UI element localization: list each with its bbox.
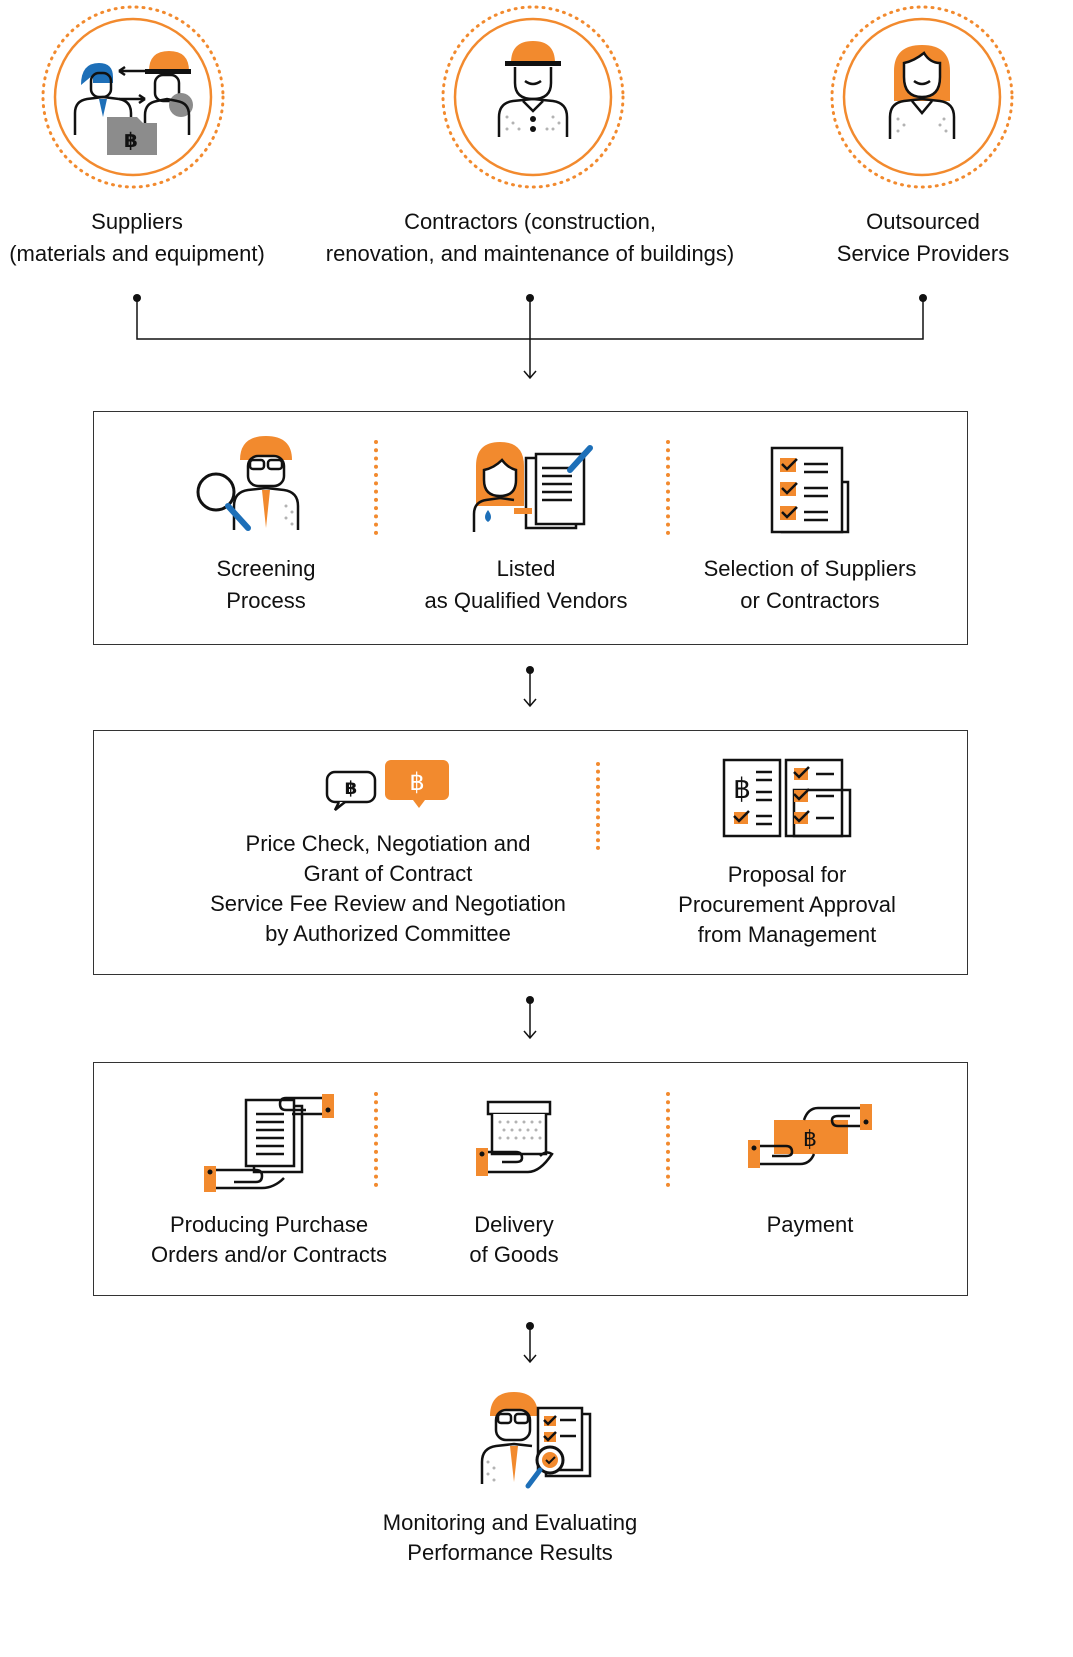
- stage3-label-line2: Orders and/or Contracts: [151, 1242, 387, 1267]
- stage1-label-line2: as Qualified Vendors: [424, 588, 628, 613]
- stage2-divider: [596, 762, 600, 850]
- magnifier-person-icon: [196, 436, 300, 531]
- baht-speech-bubbles-icon: ฿ ฿: [325, 760, 449, 811]
- source-label-suppliers: Suppliers (materials and equipment): [0, 206, 274, 270]
- svg-text:฿: ฿: [409, 768, 424, 796]
- stage2-left-line2: Grant of Contract: [303, 861, 473, 886]
- final-label: Monitoring and Evaluating Performance Re…: [350, 1508, 670, 1568]
- stage3-label-delivery: Delivery of Goods: [424, 1210, 604, 1270]
- stage3-label-line1: Delivery: [474, 1212, 554, 1237]
- approval-documents-icon: ฿: [722, 758, 852, 838]
- svg-text:฿: ฿: [345, 778, 358, 799]
- source-label-line1: Contractors (construction,: [404, 209, 656, 234]
- stage3-label-line1: Producing Purchase: [169, 1212, 369, 1237]
- source-label-line2: Service Providers: [836, 241, 1010, 266]
- stage1-label-screening: Screening Process: [166, 553, 366, 617]
- source-label-line1: Suppliers: [91, 209, 183, 234]
- stage2-right-line2: Procurement Approval: [678, 892, 896, 917]
- source-label-contractors: Contractors (construction, renovation, a…: [300, 206, 760, 270]
- stage2-label-price-check: Price Check, Negotiation and Grant of Co…: [188, 829, 588, 949]
- stage3-box: [93, 1062, 968, 1296]
- stage2-left-line3: Service Fee Review and Negotiation: [210, 891, 566, 916]
- vendor-list-icon: [472, 442, 593, 532]
- source-label-line2: (materials and equipment): [9, 241, 265, 266]
- stage1-label-line2: or Contractors: [740, 588, 880, 613]
- stage2-label-proposal: Proposal for Procurement Approval from M…: [660, 860, 914, 950]
- service-provider-icon: [830, 5, 1014, 189]
- stage3-divider: [374, 1092, 378, 1187]
- stage2-right-line3: from Management: [697, 922, 877, 947]
- supplier-exchange-icon: ฿: [41, 5, 225, 189]
- svg-text:฿: ฿: [733, 772, 751, 805]
- stage3-label-purchase-orders: Producing Purchase Orders and/or Contrac…: [129, 1210, 409, 1270]
- source-label-line2: renovation, and maintenance of buildings…: [325, 241, 735, 266]
- svg-text:฿: ฿: [803, 1127, 817, 1152]
- stage2-left-line1: Price Check, Negotiation and: [245, 831, 531, 856]
- stage1-label-listed: Listed as Qualified Vendors: [406, 553, 646, 617]
- contractor-hardhat-icon: [441, 5, 625, 189]
- stage1-divider: [374, 440, 378, 535]
- stage1-label-line1: Selection of Suppliers: [703, 556, 917, 581]
- box-delivery-icon: [476, 1100, 554, 1176]
- evaluation-icon: [480, 1392, 592, 1489]
- stage3-label-payment: Payment: [710, 1210, 910, 1240]
- stage2-left-line4: by Authorized Committee: [265, 921, 511, 946]
- service-provider-circle: [830, 5, 1014, 189]
- stage1-label-line1: Screening: [216, 556, 316, 581]
- stage3-label-line2: of Goods: [469, 1242, 559, 1267]
- supplier-circle: ฿: [41, 5, 225, 189]
- baht-payment-icon: ฿: [748, 1104, 872, 1168]
- stage3-label-line1: Payment: [766, 1212, 854, 1237]
- stage2-right-line1: Proposal for: [727, 862, 847, 887]
- document-handover-icon: [204, 1094, 334, 1192]
- final-label-line2: Performance Results: [407, 1540, 613, 1565]
- source-label-outsourced: Outsourced Service Providers: [823, 206, 1023, 270]
- stage1-label-line2: Process: [226, 588, 306, 613]
- stage1-label-line1: Listed: [496, 556, 556, 581]
- final-label-line1: Monitoring and Evaluating: [382, 1510, 638, 1535]
- stage3-divider: [666, 1092, 670, 1187]
- stage2-box: [93, 730, 968, 975]
- svg-text:฿: ฿: [124, 128, 138, 152]
- contractor-circle: [441, 5, 625, 189]
- stage1-divider: [666, 440, 670, 535]
- source-label-line1: Outsourced: [866, 209, 980, 234]
- stage1-label-selection: Selection of Suppliers or Contractors: [680, 553, 940, 617]
- checklist-icon: [770, 446, 850, 534]
